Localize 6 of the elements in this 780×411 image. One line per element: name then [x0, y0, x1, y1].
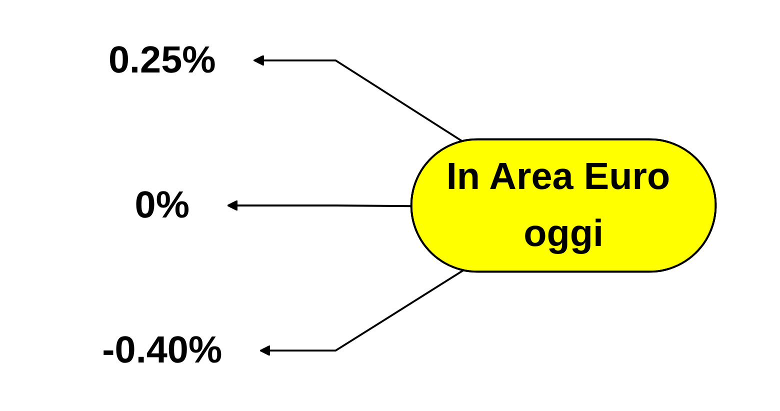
- node-text: 0.25%: [108, 40, 216, 82]
- arrow: [259, 270, 464, 356]
- arrow: [226, 200, 412, 212]
- node-text: 0%: [134, 184, 190, 226]
- node-text: -0.40%: [102, 330, 222, 372]
- arrow: [253, 54, 464, 142]
